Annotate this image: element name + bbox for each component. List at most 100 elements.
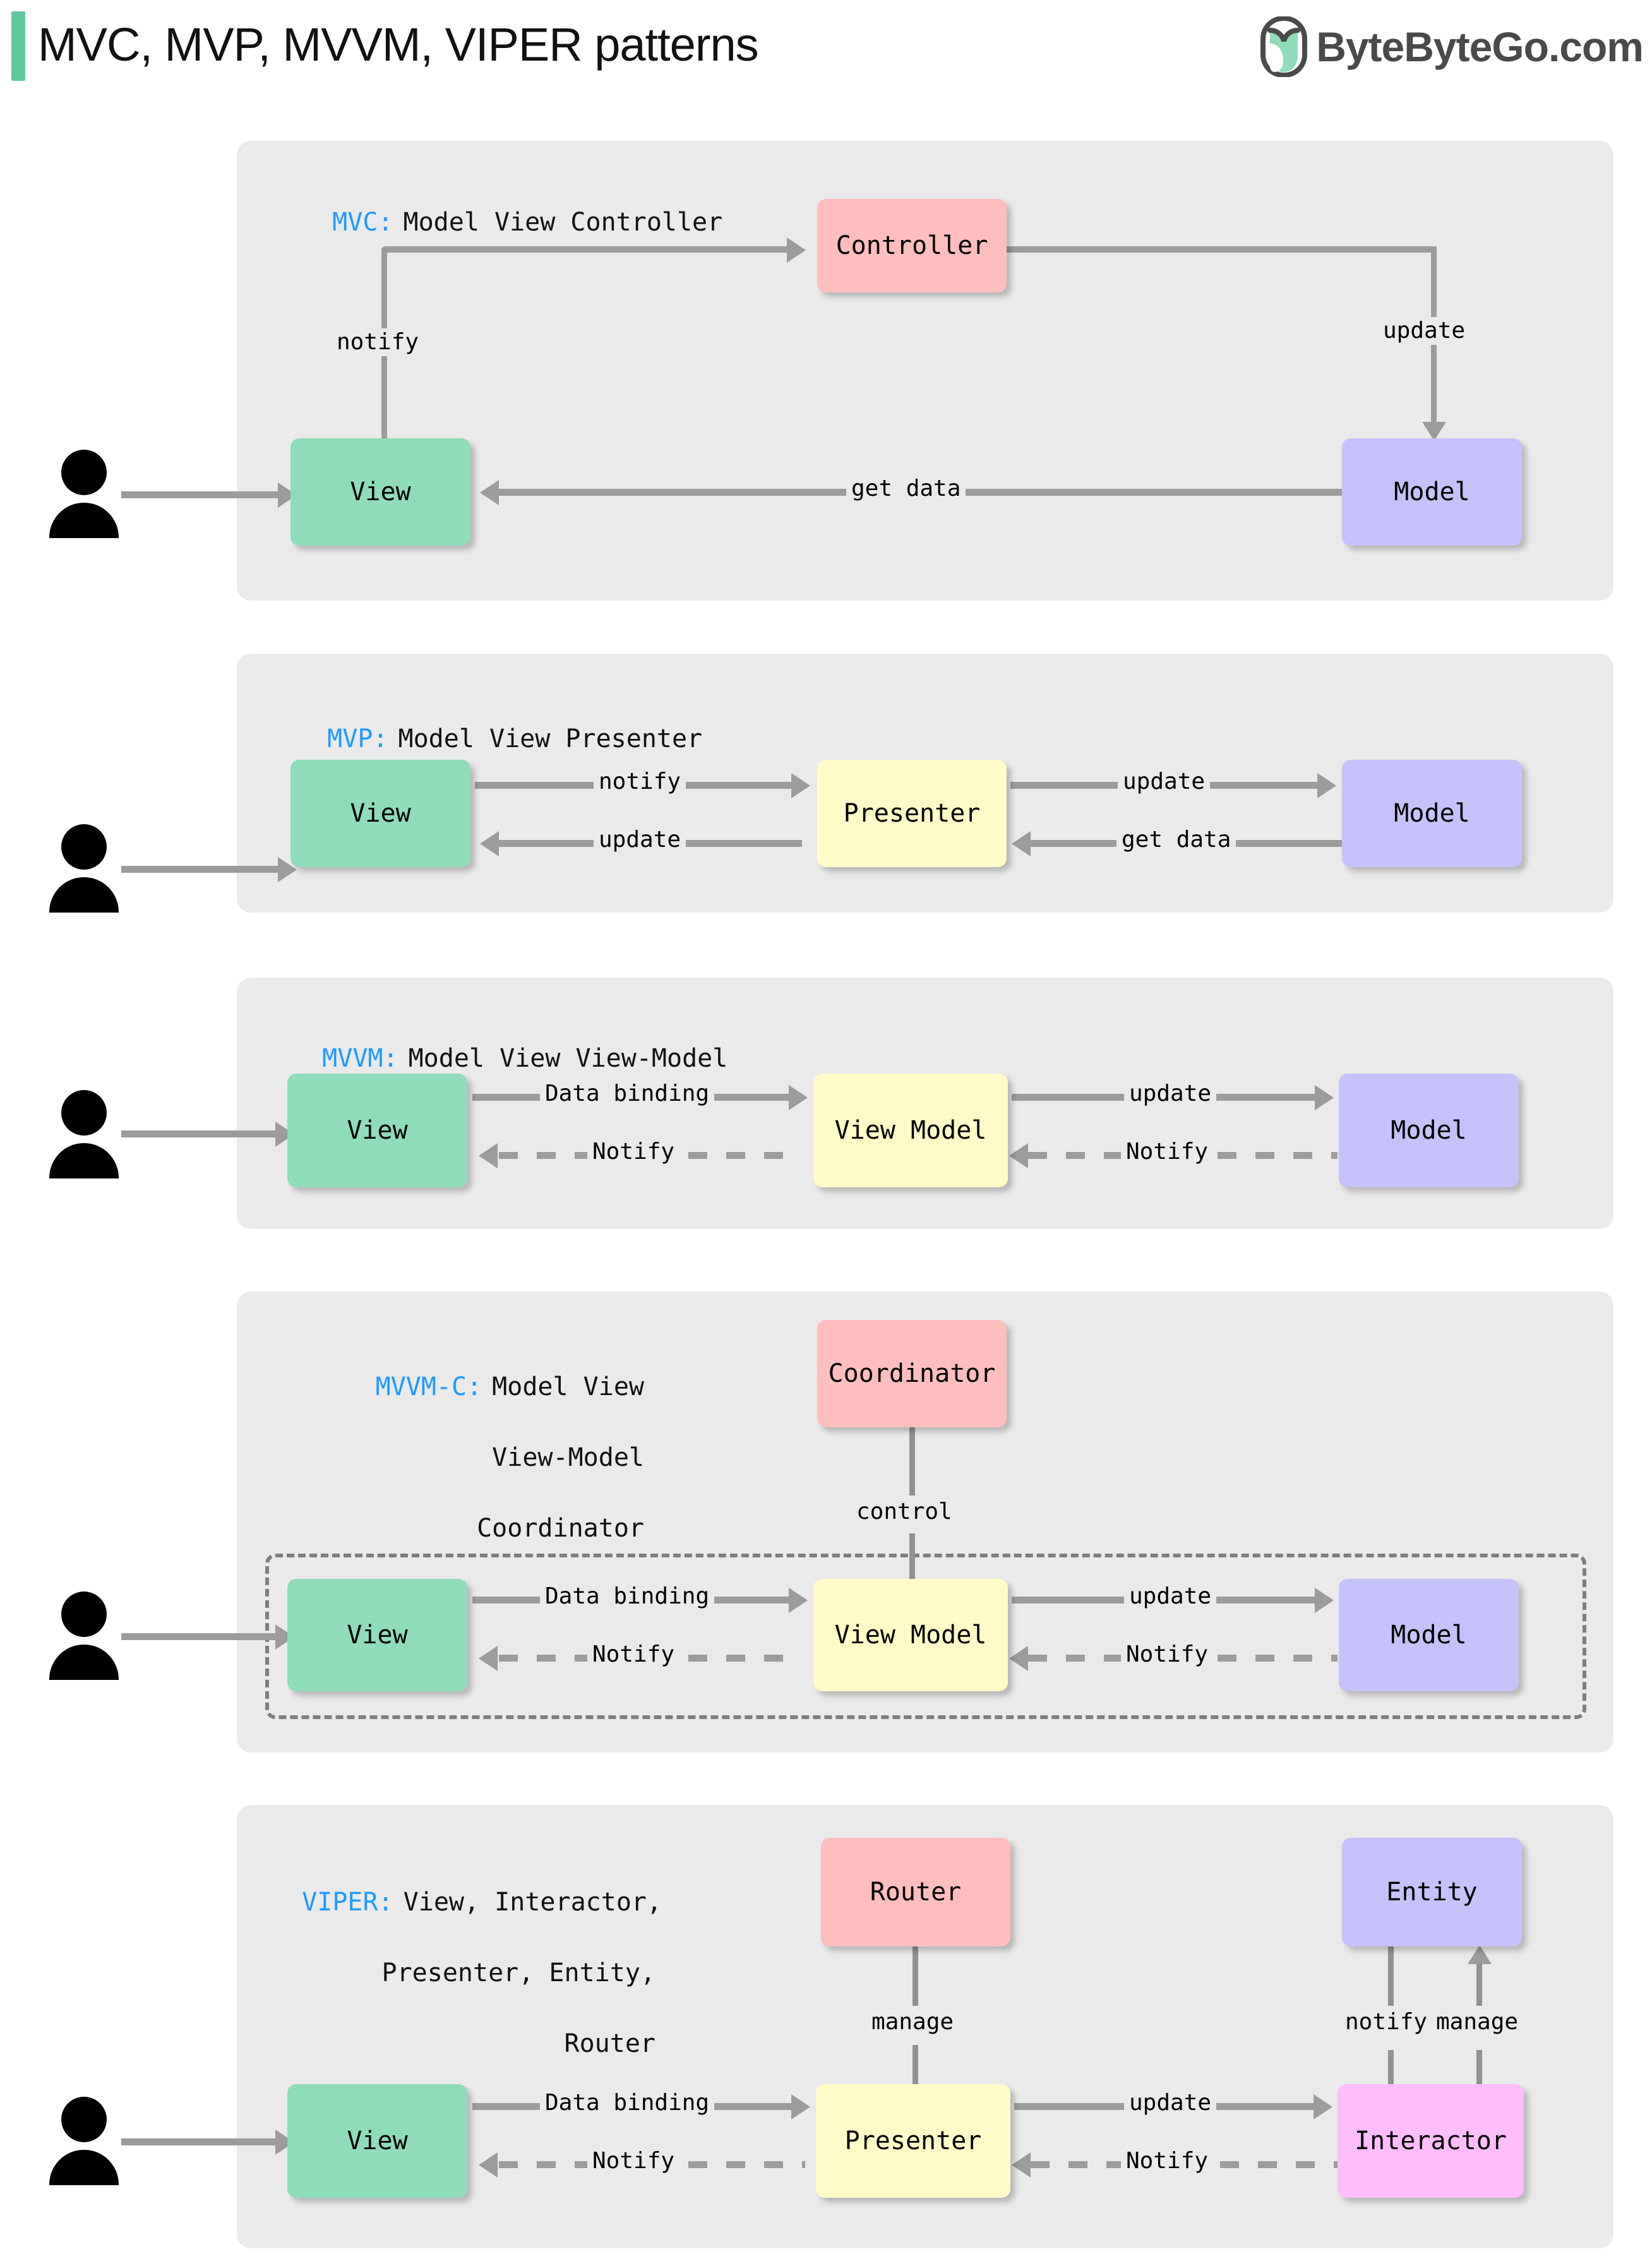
section-title-mvvm: MVVM: Model View View-Model xyxy=(292,1005,727,1076)
node-controller-mvc[interactable]: Controller xyxy=(817,199,1007,292)
node-view-viper[interactable]: View xyxy=(287,2084,467,2198)
title-accent-bar xyxy=(11,11,25,81)
line-notify-entity-viper xyxy=(1388,1945,1394,2006)
line-notify-entity-lower-viper xyxy=(1388,2050,1394,2094)
section-title-mvvmc: MVVM-C:Model View View-Model Coordinator xyxy=(278,1334,644,1546)
arrowhead-update-right-mvp xyxy=(1317,773,1336,798)
edge-label-notify-left-mvvmc: Notify xyxy=(587,1641,680,1669)
node-entity-viper[interactable]: Entity xyxy=(1342,1838,1522,1946)
user-avatar-icon xyxy=(49,824,119,913)
node-coordinator-mvvmc[interactable]: Coordinator xyxy=(817,1320,1007,1427)
line-manage-entity-upper-viper xyxy=(1476,1964,1482,2006)
section-abbr-mvp: MVP: xyxy=(327,724,388,753)
node-view-mvvmc[interactable]: View xyxy=(287,1579,467,1691)
arrowhead-notify-right-mvvmc xyxy=(1009,1646,1028,1671)
bytebytego-leaf-icon xyxy=(1260,15,1308,78)
arrowhead-notify-right-mvvm xyxy=(1009,1143,1028,1168)
edge-label-get-data-mvp: get data xyxy=(1116,826,1236,854)
edge-label-notify-right-mvvmc: Notify xyxy=(1121,1641,1214,1669)
node-model-mvc[interactable]: Model xyxy=(1342,438,1522,546)
node-router-viper[interactable]: Router xyxy=(821,1838,1010,1946)
node-interactor-viper[interactable]: Interactor xyxy=(1338,2084,1524,2198)
node-viewmodel-mvvm[interactable]: View Model xyxy=(813,1074,1008,1187)
edge-label-notify-mvp: notify xyxy=(594,768,686,796)
arrow-user-to-view-mvp xyxy=(121,866,282,873)
arrowhead-notify-mvp xyxy=(791,773,810,798)
section-abbr-mvc: MVC: xyxy=(332,208,393,237)
section-expansion-mvvm: Model View View-Model xyxy=(408,1044,728,1073)
avatar-body xyxy=(49,1645,119,1680)
section-expansion-line-1-viper: View, Interactor, xyxy=(403,1888,662,1917)
line-manage-router-lower-viper xyxy=(913,2045,918,2097)
user-avatar-icon xyxy=(49,450,119,538)
section-expansion-line-1-mvvmc: Model View xyxy=(492,1372,644,1401)
section-title-mvc: MVC:Model View Controller xyxy=(302,169,722,240)
edge-label-notify-entity-viper: notify xyxy=(1340,2008,1433,2036)
section-expansion-line-2-mvvmc: View-Model xyxy=(492,1443,644,1472)
arrow-user-to-view-mvc xyxy=(121,491,282,498)
edge-label-control-mvvmc: control xyxy=(851,1498,957,1526)
edge-label-get-data-mvc: get data xyxy=(846,475,966,503)
edge-label-data-binding-mvvm: Data binding xyxy=(540,1080,715,1108)
arrowhead-data-binding-mvvm xyxy=(789,1085,808,1110)
section-expansion-line-2-viper: Presenter, Entity, xyxy=(381,1958,655,1987)
brand-logo-group: ByteByteGo.com xyxy=(1260,11,1644,82)
avatar-head xyxy=(61,1090,107,1136)
edge-label-update-right-mvp: update xyxy=(1118,768,1211,796)
arrowhead-get-data-mvc xyxy=(480,480,499,505)
avatar-body xyxy=(49,2150,119,2185)
arrowhead-update-mvvmc xyxy=(1315,1588,1334,1613)
arrowhead-data-binding-viper xyxy=(791,2094,810,2119)
section-title-viper: VIPER: View, Interactor, Presenter, Entit… xyxy=(272,1849,662,2061)
arrow-user-to-view-viper xyxy=(121,2138,279,2145)
node-model-mvvm[interactable]: Model xyxy=(1339,1074,1519,1187)
user-avatar-icon xyxy=(49,1592,119,1680)
edge-label-update-left-mvp: update xyxy=(594,826,686,854)
edge-label-update-viper: update xyxy=(1124,2089,1217,2117)
node-model-mvp[interactable]: Model xyxy=(1342,760,1522,867)
avatar-head xyxy=(61,824,107,870)
node-model-mvvmc[interactable]: Model xyxy=(1339,1579,1519,1691)
arrowhead-update-left-mvp xyxy=(480,831,499,856)
edge-label-data-binding-mvvmc: Data binding xyxy=(540,1583,715,1610)
section-abbr-viper: VIPER: xyxy=(302,1888,393,1917)
brand-name: ByteByteGo.com xyxy=(1316,23,1644,70)
node-view-mvvm[interactable]: View xyxy=(287,1074,467,1187)
arrowhead-notify-mvc xyxy=(787,237,806,263)
line-notify-horizontal-mvc xyxy=(381,246,792,253)
edge-label-manage-entity-viper: manage xyxy=(1431,2008,1524,2036)
arrowhead-data-binding-mvvmc xyxy=(789,1588,808,1613)
edge-label-update-mvvm: update xyxy=(1124,1080,1217,1108)
arrowhead-notify-left-mvvmc xyxy=(479,1646,498,1671)
avatar-body xyxy=(49,877,119,913)
section-title-mvp: MVP:Model View Presenter xyxy=(297,686,702,757)
node-presenter-mvp[interactable]: Presenter xyxy=(817,760,1007,867)
arrow-user-to-view-mvvmc xyxy=(121,1633,279,1640)
edge-label-notify-left-viper: Notify xyxy=(587,2147,680,2175)
arrowhead-update-viper xyxy=(1314,2094,1332,2119)
edge-label-notify-right-mvvm: Notify xyxy=(1121,1138,1214,1166)
user-avatar-icon xyxy=(49,1090,119,1178)
edge-label-notify-right-viper: Notify xyxy=(1121,2147,1214,2175)
section-expansion-line-3-mvvmc: Coordinator xyxy=(477,1514,644,1543)
user-avatar-icon xyxy=(49,2097,119,2185)
arrowhead-manage-entity-viper xyxy=(1468,1945,1492,1964)
edge-label-notify-left-mvvm: Notify xyxy=(587,1138,680,1166)
node-view-mvp[interactable]: View xyxy=(290,760,470,867)
node-viewmodel-mvvmc[interactable]: View Model xyxy=(813,1579,1008,1691)
arrowhead-notify-left-mvvm xyxy=(479,1143,498,1168)
edge-label-manage-router-viper: manage xyxy=(866,2008,959,2036)
edge-label-notify-mvc: notify xyxy=(332,328,424,356)
arrowhead-notify-left-viper xyxy=(479,2152,498,2178)
edge-label-update-mvvmc: update xyxy=(1124,1583,1217,1610)
arrowhead-get-data-mvp xyxy=(1012,831,1031,856)
arrowhead-notify-right-viper xyxy=(1012,2152,1031,2178)
page-title: MVC, MVP, MVVM, VIPER patterns xyxy=(38,18,759,71)
line-control-mvvmc xyxy=(909,1426,915,1496)
node-presenter-viper[interactable]: Presenter xyxy=(816,2084,1010,2198)
arrowhead-update-mvvm xyxy=(1315,1085,1334,1110)
arrowhead-update-mvc xyxy=(1422,422,1446,441)
section-abbr-mvvm: MVVM: xyxy=(322,1044,398,1073)
node-view-mvc[interactable]: View xyxy=(290,438,470,546)
line-update-horizontal-mvc xyxy=(1004,246,1437,253)
